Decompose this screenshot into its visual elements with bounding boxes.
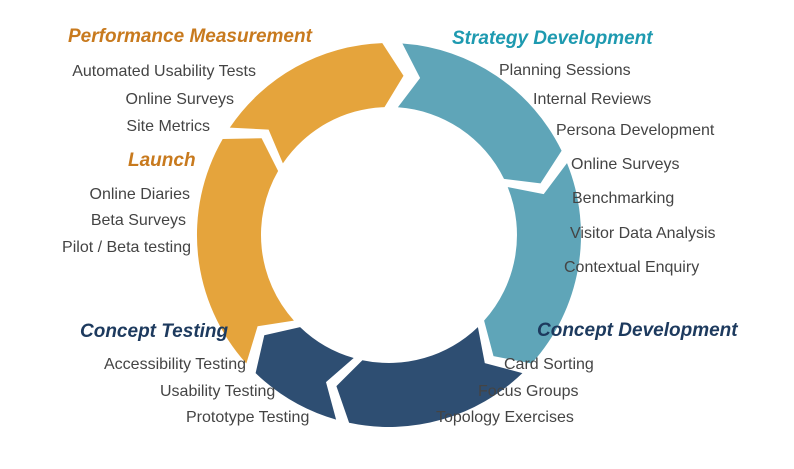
performance-measurement-title: Performance Measurement bbox=[68, 26, 312, 47]
arrow-segment-orange-left bbox=[196, 138, 294, 364]
concept-testing-title: Concept Testing bbox=[80, 321, 229, 342]
concept-development-item-1: Card Sorting bbox=[504, 356, 594, 373]
strategy-item-2: Internal Reviews bbox=[533, 91, 652, 108]
concept-development-item-2: Focus Groups bbox=[478, 383, 579, 400]
concept-development-item-3: Topology Exercises bbox=[436, 409, 574, 426]
strategy-item-4: Online Surveys bbox=[571, 156, 680, 173]
launch-item-1: Online Diaries bbox=[89, 186, 190, 203]
concept-testing-item-3: Prototype Testing bbox=[186, 409, 310, 426]
concept-development-title: Concept Development bbox=[537, 320, 738, 341]
arrow-segment-teal-top bbox=[397, 43, 562, 184]
launch-item-2: Beta Surveys bbox=[90, 212, 186, 229]
performance-item-2: Online Surveys bbox=[125, 91, 235, 108]
strategy-item-6: Visitor Data Analysis bbox=[570, 225, 716, 242]
strategy-item-1: Planning Sessions bbox=[499, 62, 631, 79]
strategy-development-title: Strategy Development bbox=[452, 28, 653, 49]
launch-title: Launch bbox=[128, 150, 196, 171]
arrow-segment-teal-right bbox=[484, 163, 581, 364]
concept-testing-item-1: Accessibility Testing bbox=[104, 356, 246, 373]
arrow-segment-orange-top bbox=[229, 43, 404, 164]
performance-item-3: Site Metrics bbox=[126, 118, 210, 135]
strategy-item-7: Contextual Enquiry bbox=[564, 259, 700, 276]
strategy-item-5: Benchmarking bbox=[572, 190, 675, 207]
launch-item-3: Pilot / Beta testing bbox=[62, 239, 191, 256]
concept-testing-item-2: Usability Testing bbox=[160, 383, 276, 400]
arrow-segment-navy-left bbox=[255, 327, 354, 420]
performance-item-1: Automated Usability Tests bbox=[72, 63, 256, 80]
arrow-segment-navy-bottom bbox=[336, 327, 523, 427]
strategy-item-3: Persona Development bbox=[556, 122, 715, 139]
